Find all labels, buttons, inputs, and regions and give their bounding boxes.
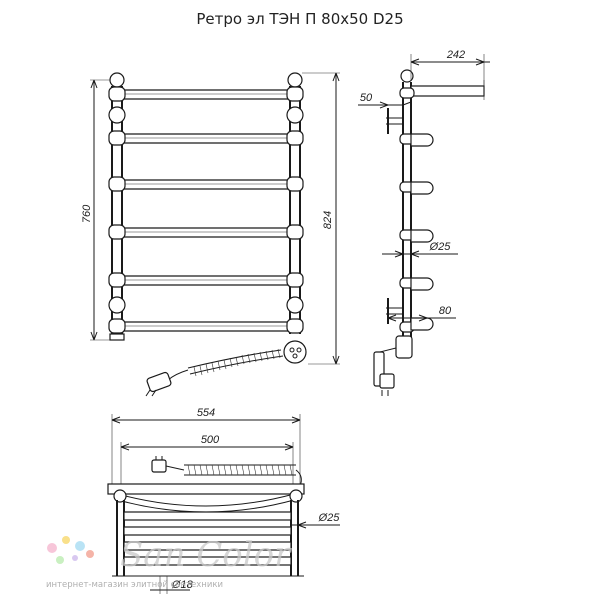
dim-height-824: 824 bbox=[322, 211, 334, 229]
drawing-title: Ретро эл ТЭН П 80х50 D25 bbox=[196, 10, 403, 28]
dim-offset-50: 50 bbox=[360, 92, 373, 104]
dim-height-760: 760 bbox=[81, 204, 93, 223]
watermark-tagline: интернет-магазин элитной сантехники bbox=[46, 580, 223, 590]
front-view: 760 824 bbox=[81, 72, 340, 397]
top-view: 554 500 bbox=[107, 407, 341, 594]
logo-dot bbox=[72, 555, 78, 561]
dim-depth-242: 242 bbox=[446, 49, 465, 61]
side-view: 242 50 Ø25 80 bbox=[358, 49, 490, 396]
coiled-cable bbox=[145, 348, 284, 397]
logo-dot bbox=[47, 543, 57, 553]
logo-dot bbox=[75, 541, 85, 551]
dim-width-500: 500 bbox=[201, 434, 220, 446]
logo-dot bbox=[62, 536, 70, 544]
watermark-brand: San Color bbox=[120, 535, 292, 575]
dim-offset-80: 80 bbox=[439, 305, 452, 317]
dim-tube-diameter-side: Ø25 bbox=[429, 241, 452, 253]
dim-connector-diameter: Ø18 bbox=[171, 579, 194, 591]
logo-dots bbox=[47, 536, 94, 564]
dim-width-554: 554 bbox=[197, 407, 215, 419]
dim-tube-diameter-top: Ø25 bbox=[318, 512, 341, 524]
front-rungs bbox=[111, 89, 301, 332]
logo-dot bbox=[56, 556, 64, 564]
sancolor-watermark: San Color интернет-магазин элитной санте… bbox=[46, 535, 292, 590]
logo-dot bbox=[86, 550, 94, 558]
